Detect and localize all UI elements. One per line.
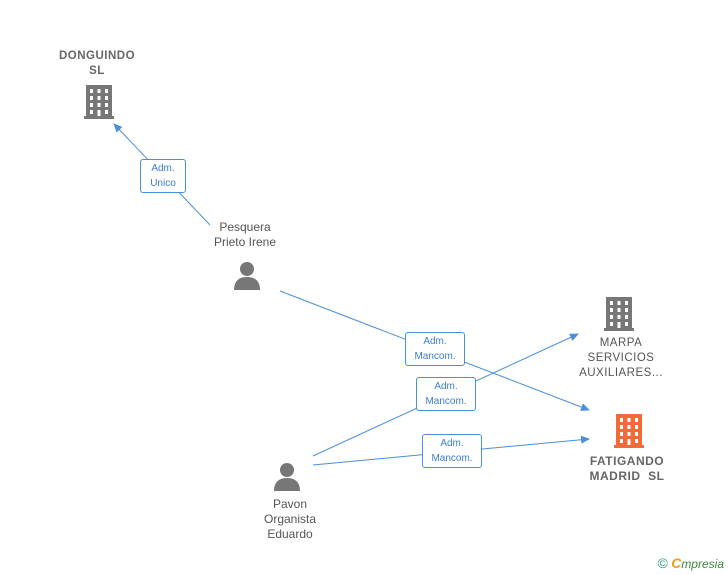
node-label-pesquera[interactable]: Pesquera Prieto Irene: [195, 220, 295, 250]
edge-label-adm-unico[interactable]: Adm. Unico: [140, 159, 186, 193]
edge-label-adm-mancom-pesquera[interactable]: Adm. Mancom.: [405, 332, 465, 366]
donguindo-name-line1: DONGUINDO: [58, 50, 136, 62]
building-icon[interactable]: [604, 297, 634, 331]
edge-label-line1: Adm.: [423, 336, 447, 347]
brand-name: mpresia: [681, 557, 724, 571]
edge-label-adm-mancom-pavon-marpa[interactable]: Adm. Mancom.: [416, 377, 476, 411]
marpa-name-line2: SERVICIOS: [587, 352, 655, 364]
node-label-fatigando[interactable]: FATIGANDO MADRID SL: [577, 454, 677, 484]
node-label-marpa[interactable]: MARPA SERVICIOS AUXILIARES...: [566, 336, 676, 381]
marpa-name-line3: AUXILIARES...: [579, 367, 663, 379]
edge-label-line2: Unico: [150, 178, 176, 189]
marpa-name-line1: MARPA: [599, 337, 643, 349]
person-icon[interactable]: [274, 463, 300, 491]
copyright-symbol: ©: [657, 555, 668, 571]
brand-initial: C: [671, 555, 682, 571]
edge-label-line2: Mancom.: [414, 351, 456, 362]
edge-label-line1: Adm.: [151, 163, 175, 174]
node-label-donguindo[interactable]: DONGUINDO SL: [48, 49, 146, 79]
pesquera-name-line2: Prieto Irene: [213, 235, 277, 249]
donguindo-name-line2: SL: [89, 65, 105, 77]
person-icon[interactable]: [234, 262, 260, 290]
edge-label-line1: Adm.: [440, 438, 464, 449]
pavon-name-line1: Pavon: [272, 497, 308, 511]
pavon-name-line2: Organista: [263, 512, 317, 526]
node-label-pavon[interactable]: Pavon Organista Eduardo: [240, 497, 340, 542]
building-icon[interactable]: [614, 414, 644, 448]
pesquera-name-line1: Pesquera: [219, 220, 271, 234]
fatigando-name-line2: MADRID SL: [589, 469, 665, 483]
footer-brand: © Cmpresia: [658, 555, 724, 571]
pavon-name-line3: Eduardo: [267, 527, 313, 541]
edge-label-adm-mancom-pavon-fatigando[interactable]: Adm. Mancom.: [422, 434, 482, 468]
edge-label-line2: Mancom.: [425, 396, 467, 407]
edge-label-line1: Adm.: [434, 381, 458, 392]
fatigando-name-line1: FATIGANDO: [589, 454, 665, 468]
edge-label-line2: Mancom.: [431, 453, 473, 464]
building-icon[interactable]: [84, 85, 114, 119]
